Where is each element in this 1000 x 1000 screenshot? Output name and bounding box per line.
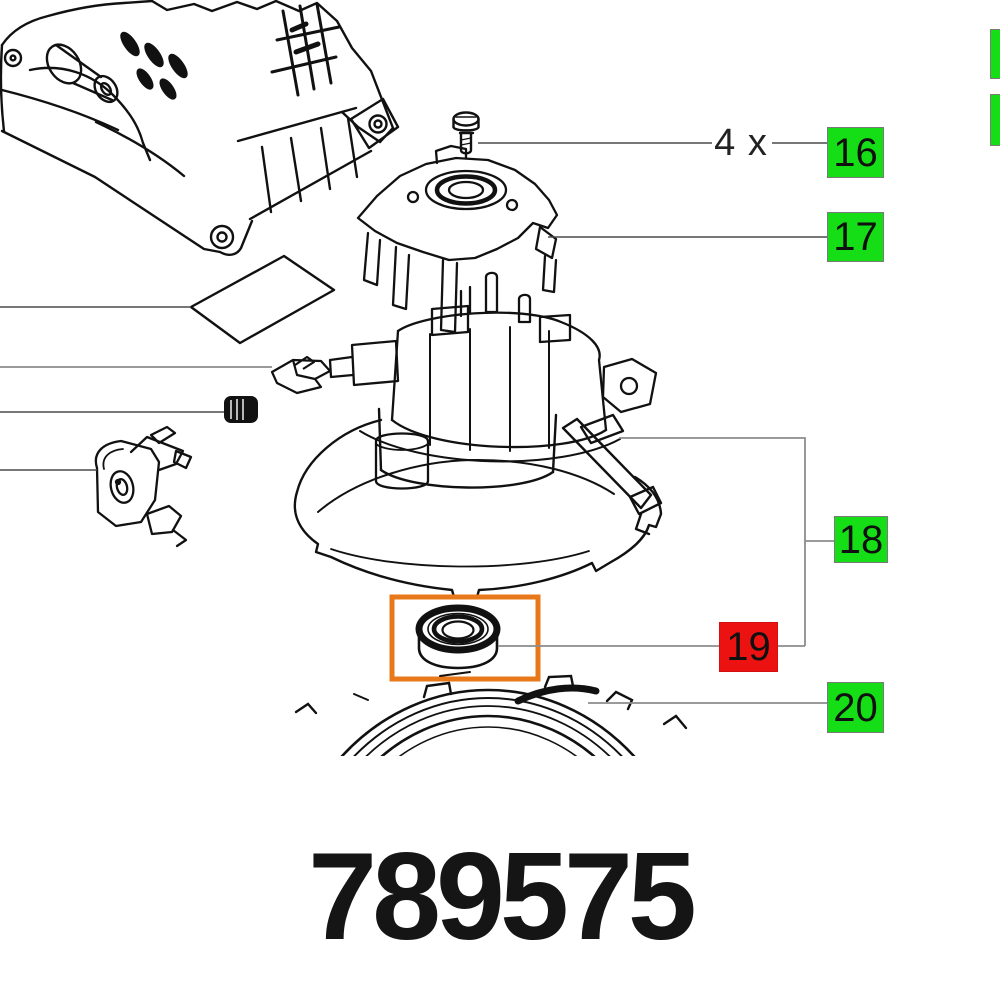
- brake-ring-drawing: [294, 671, 688, 756]
- part-number: 789575: [308, 828, 697, 966]
- clamp-bracket-drawing: [94, 425, 193, 548]
- fan-bracket-drawing: [356, 144, 559, 334]
- callout-19[interactable]: 19: [719, 622, 778, 672]
- callout-18[interactable]: 18: [834, 516, 888, 563]
- housing-top-drawing: [0, 0, 400, 256]
- callout-partial-2[interactable]: [990, 94, 1000, 146]
- leader-lines: [0, 142, 834, 704]
- callout-16[interactable]: 16: [827, 127, 884, 178]
- gasket-sheet-drawing: [189, 254, 336, 345]
- callout-17[interactable]: 17: [827, 212, 884, 262]
- callout-20[interactable]: 20: [827, 682, 884, 733]
- rubber-plug-drawing: [224, 396, 258, 423]
- motor-assembly-drawing: [328, 271, 658, 490]
- quantity-note: 4 x: [714, 122, 768, 164]
- ball-bearing-drawing: [415, 604, 501, 670]
- pad-base-cone-drawing: [293, 407, 663, 599]
- highlight-box-bearing: [389, 594, 541, 682]
- callout-partial-1[interactable]: [990, 29, 1000, 79]
- latch-clip-drawing: [270, 355, 332, 395]
